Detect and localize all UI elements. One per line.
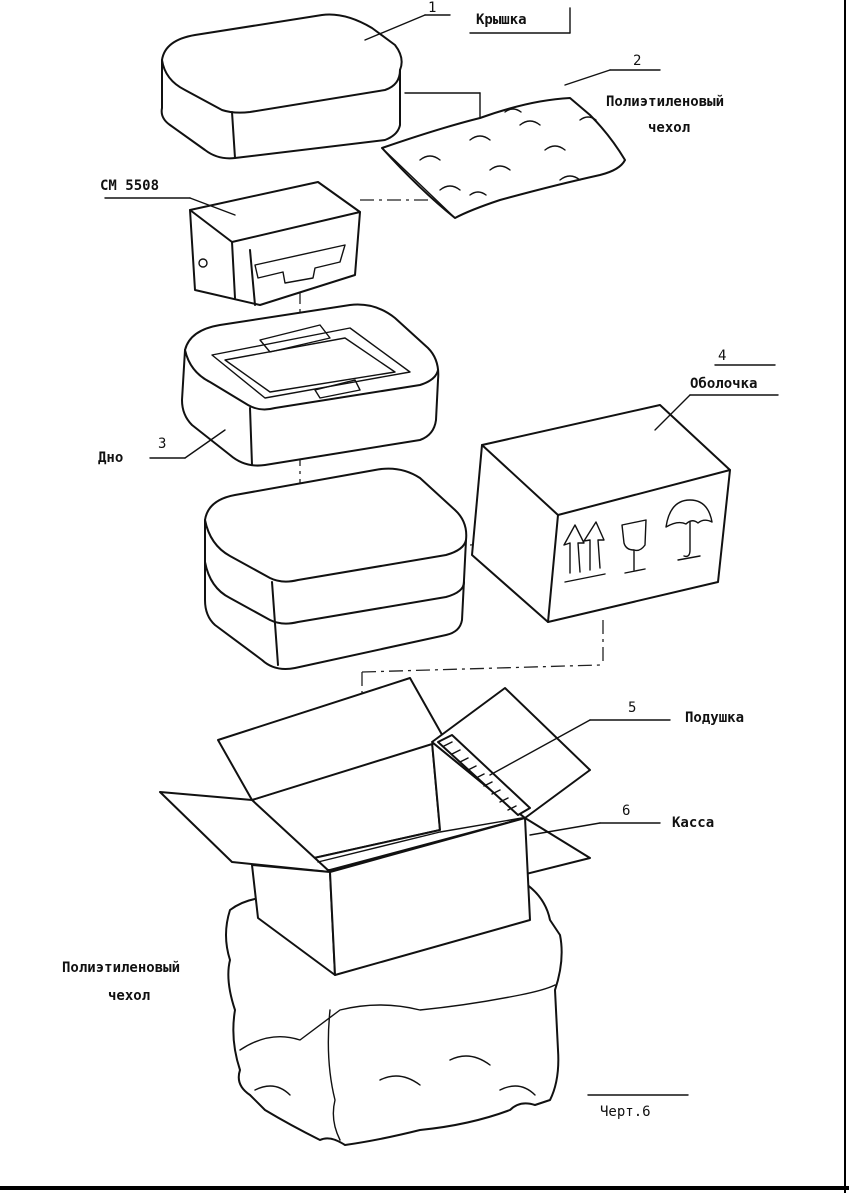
this-side-up-arrows-icon <box>563 521 606 583</box>
case-part <box>159 677 591 976</box>
outer-film-label-line2: чехол <box>108 988 150 1004</box>
lid-leader-line <box>364 14 426 41</box>
bottom-part <box>181 303 440 467</box>
cushion-leader-line <box>489 719 591 776</box>
film-number: 2 <box>633 53 641 69</box>
device-leader-line <box>189 197 236 216</box>
cushion-part <box>437 734 531 816</box>
outer-film-label-line1: Полиэтиленовый <box>62 960 180 976</box>
bottom-number: 3 <box>158 436 166 452</box>
keep-dry-umbrella-icon <box>665 499 713 561</box>
film-label-line2: чехол <box>648 120 690 136</box>
device-part <box>189 181 361 306</box>
shell-label: Оболочка <box>690 376 757 392</box>
cushion-number: 5 <box>628 700 636 716</box>
bottom-leader-line <box>184 429 226 459</box>
case-label: Касса <box>672 815 714 831</box>
fragile-glass-icon <box>621 519 647 574</box>
lid-part <box>160 13 403 160</box>
assembled-foam-block <box>204 467 468 670</box>
device-label: СМ 5508 <box>100 178 159 194</box>
shell-number: 4 <box>718 348 726 364</box>
lid-number: 1 <box>428 0 436 16</box>
film-label-line1: Полиэтиленовый <box>606 94 724 110</box>
cushion-label: Подушка <box>685 710 744 726</box>
drawing-caption: Черт.6 <box>600 1104 651 1120</box>
shell-leader-line <box>654 394 691 431</box>
lid-label: Крышка <box>476 12 527 28</box>
case-number: 6 <box>622 803 630 819</box>
bottom-label: Дно <box>98 450 123 466</box>
shell-part <box>471 404 731 623</box>
case-leader-line <box>529 822 601 836</box>
film-leader-line-3 <box>564 69 611 86</box>
